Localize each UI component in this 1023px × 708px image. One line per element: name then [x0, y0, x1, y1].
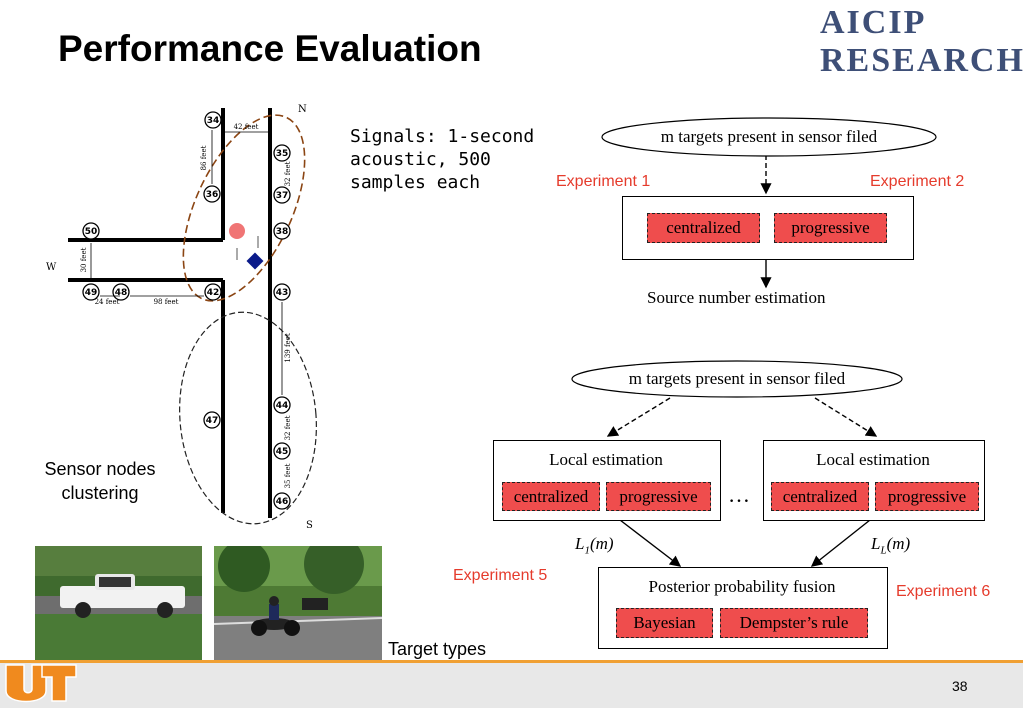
likelihood-ll: LL(m)	[871, 534, 910, 556]
experiment-2-label: Experiment 2	[870, 173, 965, 190]
top-centralized-option: centralized	[647, 213, 760, 243]
l1-subscript: 1	[584, 544, 590, 557]
right-progressive-option: progressive	[875, 482, 979, 511]
likelihood-l1: L1(m)	[575, 534, 614, 556]
sensor-node: 49	[82, 283, 100, 301]
svg-text:36: 36	[206, 190, 219, 200]
dempster-rule-option: Dempster’s rule	[720, 608, 868, 638]
sensor-node: 37	[273, 186, 291, 204]
svg-text:38: 38	[276, 227, 289, 237]
page-title: Performance Evaluation	[58, 28, 482, 69]
l1-symbol: L	[575, 534, 585, 553]
distance-label: 30 feet	[80, 247, 88, 272]
svg-text:43: 43	[276, 288, 289, 298]
top-ellipse-label: m targets present in sensor filed	[660, 127, 878, 146]
cluster-north	[182, 114, 306, 302]
sensor-node: 36	[203, 185, 221, 203]
sensor-node: 50	[82, 222, 100, 240]
svg-text:42: 42	[207, 288, 220, 298]
local-estimation-left-title: Local estimation	[549, 450, 663, 469]
l1-argument: (m)	[589, 534, 614, 553]
target-types-caption: Target types	[388, 639, 487, 659]
experiment-5-label: Experiment 5	[453, 567, 548, 584]
svg-text:37: 37	[276, 191, 289, 201]
compass-north: N	[298, 104, 307, 115]
compass-south: S	[306, 520, 313, 531]
motorcycle-photo	[214, 546, 382, 660]
footer-bar	[0, 660, 1023, 708]
target-marker-blue	[246, 252, 264, 270]
sensor-node: 44	[273, 396, 291, 414]
svg-text:49: 49	[85, 288, 98, 298]
left-progressive-option: progressive	[606, 482, 711, 511]
target-marker-red	[229, 223, 245, 239]
distance-label: 32 feet	[284, 161, 292, 186]
signals-description: Signals: 1-second acoustic, 500 samples …	[350, 126, 535, 193]
sensor-map: 34 35 36 37 38 50 49 48 42 43 44 45 46 4…	[46, 104, 317, 531]
page-number: 38	[952, 678, 968, 694]
source-number-estimation: Source number estimation	[647, 288, 826, 307]
svg-text:50: 50	[85, 227, 98, 237]
sensor-node: 34	[204, 111, 222, 129]
aicip-logo: AICIP RESEARCH	[820, 4, 1023, 79]
ll-argument: (m)	[886, 534, 911, 553]
truck-photo	[35, 546, 202, 660]
left-centralized-option: centralized	[502, 482, 600, 511]
distance-label: 98 feet	[154, 298, 179, 306]
distance-label: 24 feet	[95, 298, 120, 306]
experiment-6-label: Experiment 6	[896, 583, 991, 600]
svg-text:34: 34	[207, 116, 220, 126]
compass-west: W	[46, 262, 57, 273]
experiment-1-label: Experiment 1	[556, 173, 651, 190]
ellipsis-dots: …	[728, 482, 750, 507]
bottom-flow-connectors	[606, 397, 878, 567]
svg-text:35: 35	[276, 149, 289, 159]
ll-symbol: L	[871, 534, 881, 553]
svg-text:46: 46	[276, 497, 289, 507]
distance-label: 139 feet	[284, 333, 292, 362]
distance-label: 42 feet	[234, 123, 259, 131]
logo-line-2: RESEARCH	[820, 42, 1023, 79]
top-flow-connectors	[760, 155, 772, 289]
sensor-node: 38	[273, 222, 291, 240]
bottom-ellipse-label: m targets present in sensor filed	[628, 369, 846, 388]
sensor-node: 47	[203, 411, 221, 429]
svg-text:47: 47	[206, 416, 219, 426]
sensor-node: 42	[204, 283, 222, 301]
distance-label: 35 feet	[284, 463, 292, 488]
bottom-ellipse-shape	[571, 360, 903, 398]
distance-label: 86 feet	[200, 145, 208, 170]
right-centralized-option: centralized	[771, 482, 869, 511]
ll-subscript: L	[880, 544, 887, 557]
svg-text:44: 44	[276, 401, 289, 411]
logo-line-1: AICIP	[820, 4, 927, 41]
top-ellipse-shape	[601, 117, 937, 157]
posterior-fusion-title: Posterior probability fusion	[648, 577, 836, 596]
local-estimation-right-title: Local estimation	[816, 450, 930, 469]
svg-text:48: 48	[115, 288, 128, 298]
top-progressive-option: progressive	[774, 213, 887, 243]
clustering-caption: Sensor nodes clustering	[44, 459, 156, 503]
sensor-node: 35	[273, 144, 291, 162]
ut-logo	[5, 664, 77, 703]
bayesian-option: Bayesian	[616, 608, 713, 638]
cluster-south	[179, 311, 317, 525]
sensor-node: 43	[273, 283, 291, 301]
sensor-node: 45	[273, 442, 291, 460]
distance-label: 32 feet	[284, 415, 292, 440]
sensor-node: 46	[273, 492, 291, 510]
svg-text:45: 45	[276, 447, 289, 457]
